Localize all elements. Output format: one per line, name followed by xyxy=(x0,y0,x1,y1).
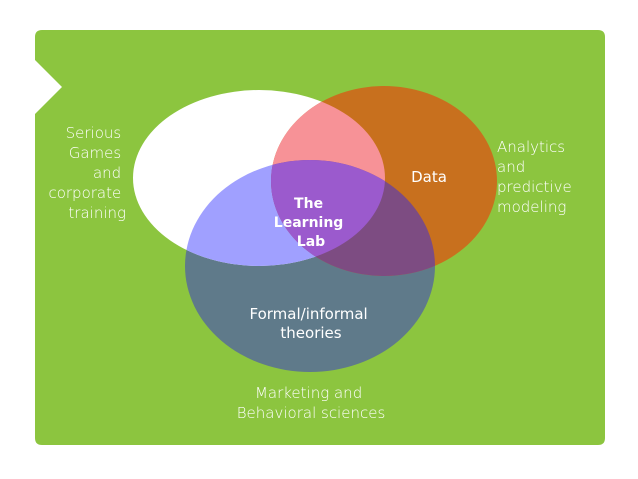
left-note-line: Serious xyxy=(66,124,122,142)
center-label: The Learning Lab xyxy=(274,196,348,250)
center-overlap xyxy=(271,160,385,266)
bottom-note: Marketing and Behavioral sciences xyxy=(237,384,386,422)
left-note-line: corporate xyxy=(48,184,121,202)
center-label-line: Lab xyxy=(297,234,325,250)
right-note: Analytics and predictive modeling xyxy=(497,138,576,216)
right-note-line: and xyxy=(497,158,525,176)
data-label: Data xyxy=(411,168,447,186)
left-note: Serious Games and corporate training xyxy=(48,124,126,222)
left-note-line: and xyxy=(93,164,121,182)
right-note-line: Analytics xyxy=(497,138,565,156)
theories-label: Formal/informal theories xyxy=(250,305,373,342)
left-note-line: Games xyxy=(69,144,121,162)
center-label-line: Learning xyxy=(274,215,344,231)
center-label-line: The xyxy=(294,196,323,212)
left-note-line: training xyxy=(68,204,126,222)
right-note-line: modeling xyxy=(497,198,566,216)
theories-label-line: Formal/informal xyxy=(250,305,368,323)
theories-label-line: theories xyxy=(280,324,341,342)
right-note-line: predictive xyxy=(497,178,572,196)
simulation-label: Simulation xyxy=(148,168,228,186)
bottom-note-line: Behavioral sciences xyxy=(237,404,386,422)
bottom-note-line: Marketing and xyxy=(255,384,362,402)
